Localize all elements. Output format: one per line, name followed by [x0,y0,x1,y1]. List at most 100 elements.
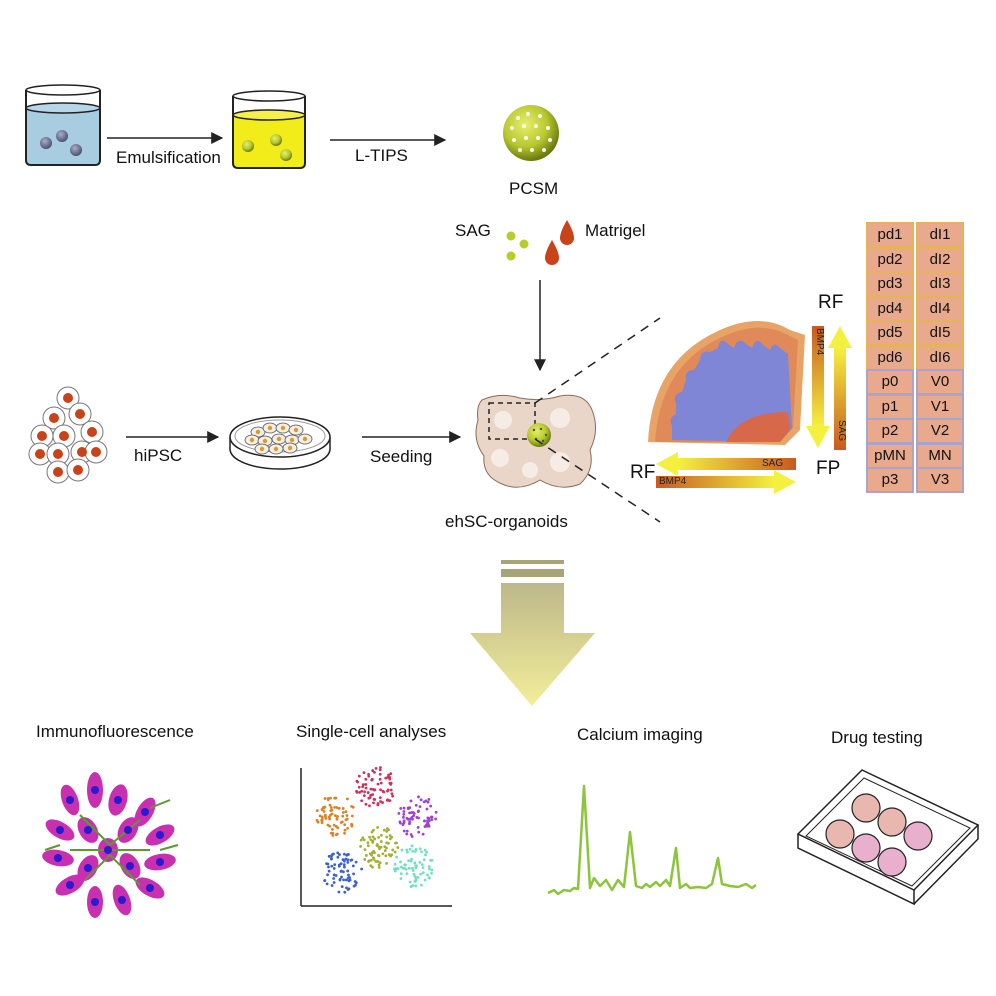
cluster-point [390,853,394,857]
label-seeding: Seeding [370,447,433,466]
sag-gradient-arrow-horizontal [656,452,796,476]
label-pcsm: PCSM [509,179,559,198]
cluster-point [364,802,368,806]
cluster-point [370,777,374,781]
cluster-point [373,837,377,841]
cluster-point [414,884,418,888]
cluster-point [390,792,394,796]
cluster-point [399,865,403,869]
cluster-point [364,783,368,786]
cluster-point [347,887,351,891]
cluster-point [410,811,414,814]
cluster-point [345,814,349,817]
cluster-point [341,858,345,862]
cluster-point [409,833,413,836]
progenitor-domain-cell: p2 [868,420,912,442]
cluster-point [395,841,398,845]
cluster-point [333,805,337,809]
cluster-point [421,871,425,875]
neuron-domain-cell: dI3 [918,273,962,295]
cluster-point [321,806,325,809]
cluster-point [362,771,366,775]
cluster-point [419,798,423,802]
cluster-point [414,879,418,883]
cluster-point [427,865,431,868]
cluster-point [371,793,374,796]
immunofluorescence-cells-icon [42,772,179,918]
neuron-domain-cell: V0 [918,371,962,393]
cluster-point [355,779,359,783]
cluster-point [362,838,366,842]
cluster-point [379,766,382,769]
cluster-point [376,854,380,857]
cluster-point [341,811,345,814]
cluster-point [379,845,383,849]
cluster-point [329,796,332,800]
well-plate-icon [796,769,980,906]
cluster-point [343,823,347,827]
cluster-point [378,777,382,781]
cluster-point [412,872,416,876]
cluster-point [430,818,434,822]
cluster-point [376,782,380,786]
cluster-point [388,777,392,781]
cluster-point [425,807,429,811]
cluster-point [320,815,324,819]
progenitor-domain-cell: pd5 [868,322,912,344]
cluster-point [411,884,415,887]
cluster-point [406,806,410,810]
cluster-point [345,886,348,890]
cluster-point [386,788,390,792]
cluster-point [399,807,403,810]
cluster-point [420,883,423,887]
cluster-point [366,844,370,848]
cluster-point [399,877,403,880]
cluster-point [344,878,348,882]
cluster-point [377,845,381,849]
cluster-point [354,881,358,885]
organoid-icon [475,394,596,488]
cluster-point [408,822,411,826]
progenitor-domain-cell: pd4 [868,297,912,320]
cluster-point [405,832,409,836]
cluster-point [330,854,334,857]
cluster-point [403,867,407,870]
cluster-point [332,823,336,827]
cluster-point [366,791,370,794]
cluster-point [427,798,431,801]
pcsm-microsphere-icon [503,105,559,161]
cluster-point [338,853,341,856]
cluster-point [359,838,363,842]
label-organoids: ehSC-organoids [445,512,568,531]
cluster-point [405,829,409,833]
cluster-point [376,802,380,805]
label-bmp4-vertical: BMP4 [814,328,825,356]
cluster-point [367,860,370,863]
cluster-point [329,813,332,817]
bmp4-gradient-arrow-vertical [806,326,830,448]
cluster-point [409,859,413,863]
cluster-point [339,821,343,824]
cluster-point [397,812,401,815]
progenitor-domain-cell: p3 [868,469,912,491]
cluster-point [325,882,329,886]
cluster-point [338,878,342,882]
cluster-point [411,849,415,853]
cluster-point [408,880,412,884]
cluster-point [389,781,393,785]
label-drug-testing: Drug testing [831,728,923,747]
cluster-point [332,873,336,877]
cluster-point [379,781,383,785]
bmp4-gradient-arrow-horizontal [656,470,796,494]
cluster-point [341,814,345,818]
cluster-point [358,791,362,794]
cluster-point [378,772,382,776]
cluster-point [360,799,364,803]
label-single-cell: Single-cell analyses [296,722,447,741]
big-down-arrow-icon [470,560,595,706]
cluster-point [361,785,365,789]
cluster-point [387,841,390,845]
cluster-point [343,831,346,835]
cluster-point [427,867,431,871]
cluster-point [425,850,429,854]
